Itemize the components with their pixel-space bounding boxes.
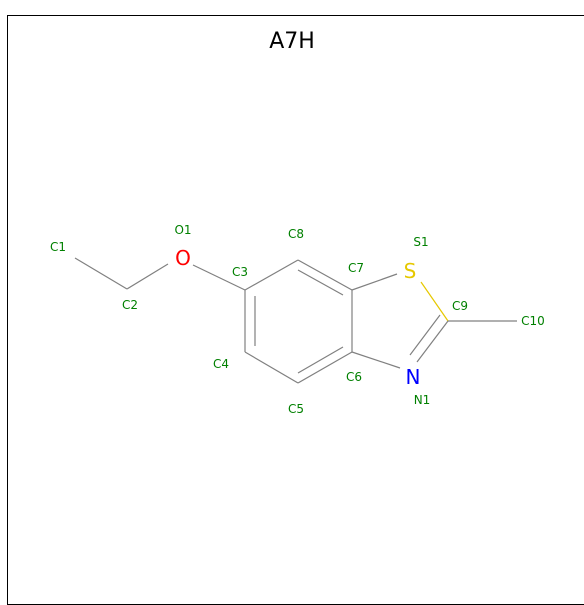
bond-c3-c8 [244, 259, 299, 291]
atom-label-c5: C5 [288, 402, 304, 416]
bond-c9-n1-double [409, 314, 441, 356]
atom-label-n1: N1 [414, 393, 431, 407]
atom-label-c7: C7 [348, 261, 364, 275]
atom-label-c4: C4 [213, 357, 229, 371]
bonds [74, 257, 517, 384]
atom-label-c8: C8 [288, 227, 304, 241]
bond-c8-c7 [297, 259, 353, 291]
bond-c9-n1 [416, 320, 449, 363]
atom-label-c2: C2 [122, 298, 138, 312]
atom-label-c6: C6 [346, 370, 362, 384]
bond-c5-c4 [244, 351, 299, 384]
atom-o1-symbol: O [175, 246, 191, 270]
bond-inner-c5-c6 [297, 346, 344, 374]
bond-c1-c2 [74, 257, 128, 290]
atom-labels: C1 C2 O1 C3 C8 C7 S1 C9 C10 C4 C6 C5 N1 [50, 223, 545, 416]
bond-c6-c5 [297, 351, 353, 384]
bond-c2-o1 [126, 263, 169, 290]
atom-label-c10: C10 [521, 314, 545, 328]
bond-c7-s1 [351, 273, 398, 291]
bond-s1-c9 [420, 281, 449, 322]
atom-label-c1: C1 [50, 240, 66, 254]
bond-n1-c6 [351, 351, 401, 369]
atom-label-c9: C9 [452, 299, 468, 313]
bond-inner-c8-c7 [297, 269, 344, 296]
atom-label-o1: O1 [174, 223, 191, 237]
molecule-diagram: O S N C1 C2 O1 C3 C8 C7 S1 C9 C10 C4 C6 … [50, 223, 545, 416]
atom-label-c3: C3 [232, 265, 248, 279]
atom-label-s1: S1 [413, 235, 428, 249]
molecule-title: A7H [269, 29, 315, 54]
atom-n1-symbol: N [406, 365, 421, 389]
atom-s1-symbol: S [404, 259, 417, 283]
diagram-frame [7, 15, 584, 605]
bond-o1-c3 [192, 264, 246, 291]
